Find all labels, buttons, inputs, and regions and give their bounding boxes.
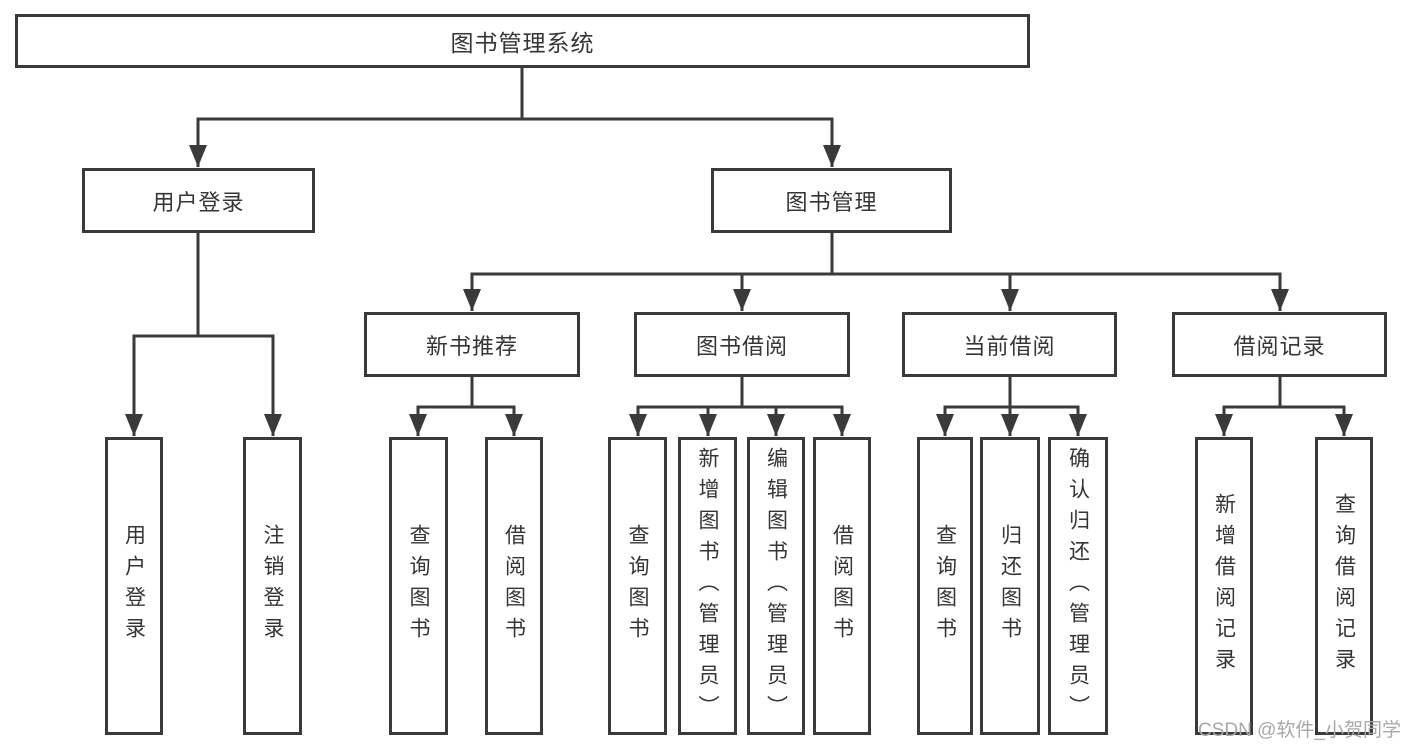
leaf-confirm-return-admin: 确认归还（管理员） (1048, 437, 1108, 735)
leaf-confirm-return-admin-label: 确认归还（管理员） (1066, 446, 1090, 726)
leaf-borrow-books-label: 借阅图书 (830, 524, 854, 648)
leaf-return-books: 归还图书 (980, 437, 1040, 735)
node-book-borrowing: 图书借阅 (634, 312, 850, 377)
leaf-query-books-recommend: 查询图书 (389, 437, 448, 735)
leaf-query-books-current-label: 查询图书 (933, 524, 957, 648)
leaf-query-books-recommend-label: 查询图书 (407, 524, 430, 648)
leaf-logout-label: 注销登录 (261, 524, 284, 648)
leaf-logout: 注销登录 (243, 437, 302, 735)
leaf-add-borrow-record: 新增借阅记录 (1195, 437, 1253, 735)
node-current-borrowing: 当前借阅 (902, 312, 1117, 377)
leaf-borrow-books-recommend-label: 借阅图书 (502, 524, 526, 648)
leaf-add-book-admin: 新增图书（管理员） (678, 437, 737, 735)
leaf-add-book-admin-label: 新增图书（管理员） (696, 446, 719, 726)
leaf-user-login-label: 用户登录 (122, 524, 146, 648)
node-user-login: 用户登录 (82, 168, 315, 233)
leaf-user-login: 用户登录 (105, 437, 163, 735)
watermark: CSDN @软件_小贺同学 (1198, 720, 1401, 741)
leaf-query-borrow-record-label: 查询借阅记录 (1332, 493, 1356, 679)
leaf-add-borrow-record-label: 新增借阅记录 (1212, 493, 1236, 679)
node-borrowing-records: 借阅记录 (1172, 312, 1387, 377)
node-library-management-system: 图书管理系统 (15, 14, 1030, 68)
leaf-query-books-borrow: 查询图书 (608, 437, 667, 735)
leaf-borrow-books: 借阅图书 (813, 437, 871, 735)
leaf-edit-book-admin-label: 编辑图书（管理员） (764, 446, 788, 726)
leaf-query-books-current: 查询图书 (917, 437, 973, 735)
leaf-edit-book-admin: 编辑图书（管理员） (747, 437, 805, 735)
leaf-query-borrow-record: 查询借阅记录 (1315, 437, 1373, 735)
leaf-borrow-books-recommend: 借阅图书 (485, 437, 543, 735)
node-book-management: 图书管理 (711, 168, 952, 233)
leaf-query-books-borrow-label: 查询图书 (626, 524, 649, 648)
leaf-return-books-label: 归还图书 (998, 524, 1022, 648)
node-new-book-recommendation: 新书推荐 (364, 312, 580, 377)
